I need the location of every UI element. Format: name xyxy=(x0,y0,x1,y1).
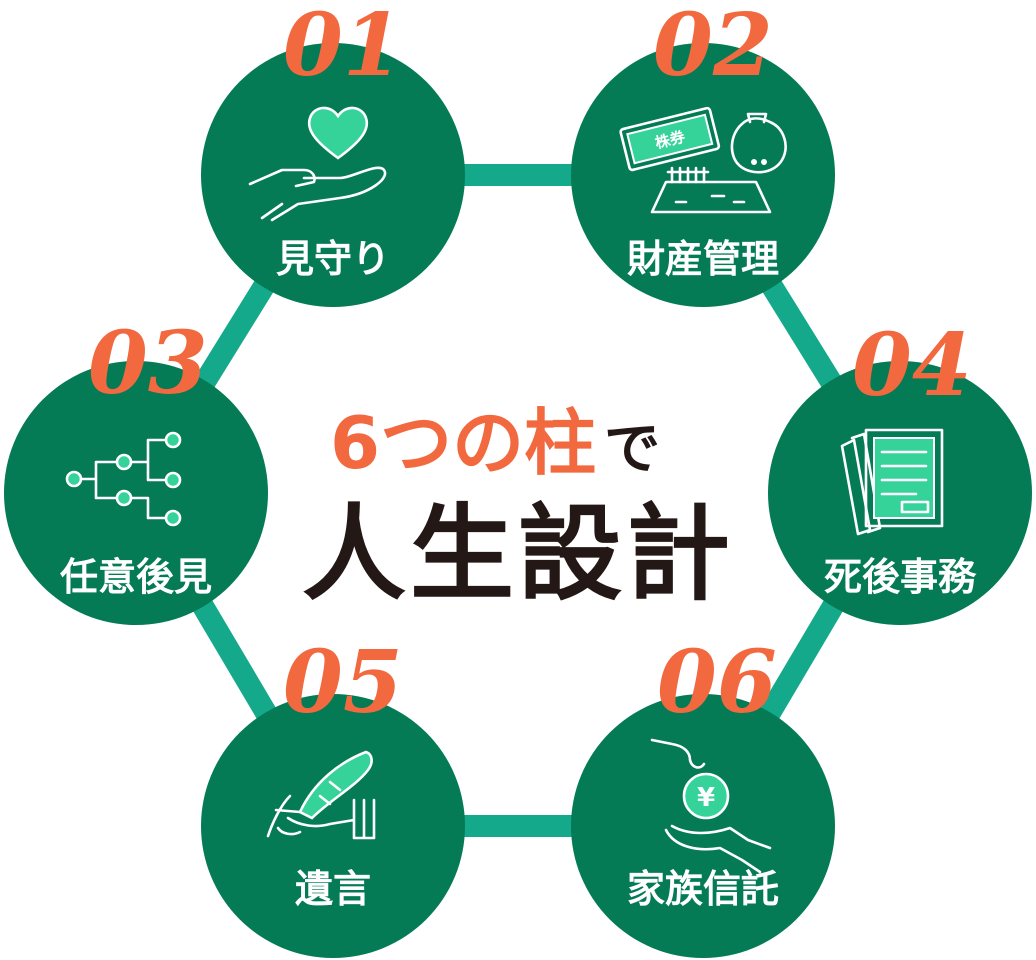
pillar-03-nini-kouken: 03 任意後見 xyxy=(4,313,268,625)
pillar-02-number: 02 xyxy=(653,0,773,96)
pillar-06-kazoku-shintaku: 06 ¥ 家族信託 xyxy=(571,632,835,958)
pillar-02-label: 財産管理 xyxy=(627,237,779,281)
yen-coin xyxy=(682,772,730,820)
pillar-05-circle xyxy=(201,694,465,958)
pillar-05-yuigon: 05 遺言 xyxy=(201,632,465,958)
heart-hand-icon xyxy=(248,106,387,222)
center-title-line1: 6つの柱で xyxy=(330,401,660,485)
pillar-01-number: 01 xyxy=(283,0,403,96)
pillar-04-label: 死後事務 xyxy=(824,555,977,599)
center-title-suffix: で xyxy=(604,417,660,482)
tree-network-icon xyxy=(65,431,182,527)
pillar-03-circle xyxy=(4,361,268,625)
pillar-01-label: 見守り xyxy=(276,237,390,281)
pillar-06-number: 06 xyxy=(657,632,777,733)
pillar-06-label: 家族信託 xyxy=(627,867,779,911)
pillar-03-number: 03 xyxy=(88,313,208,414)
quill-pen-icon xyxy=(266,750,376,840)
yen-symbol: ¥ xyxy=(697,783,715,813)
yen-coin-hand-icon: ¥ xyxy=(650,738,772,874)
center-title-highlight: 6つの柱 xyxy=(330,401,596,485)
pillar-06-circle xyxy=(571,694,835,958)
pillar-04-number: 04 xyxy=(852,315,972,416)
pillar-04-shigo-jimu: 04 死後事務 xyxy=(768,315,1032,625)
pillar-02-zaisan-kanri: 02 株券 財産管理 xyxy=(571,0,835,307)
pillar-05-label: 遺言 xyxy=(295,867,371,911)
pillar-01-mimamori: 01 見守り xyxy=(201,0,465,307)
center-title: 6つの柱で 人生設計 xyxy=(302,401,734,615)
pillar-03-label: 任意後見 xyxy=(60,555,212,599)
pillar-05-number: 05 xyxy=(283,632,403,733)
stock-savings-icon: 株券 xyxy=(619,106,787,214)
pillar-01-circle xyxy=(201,43,465,307)
documents-icon xyxy=(840,428,944,536)
center-title-line2: 人生設計 xyxy=(302,493,734,615)
